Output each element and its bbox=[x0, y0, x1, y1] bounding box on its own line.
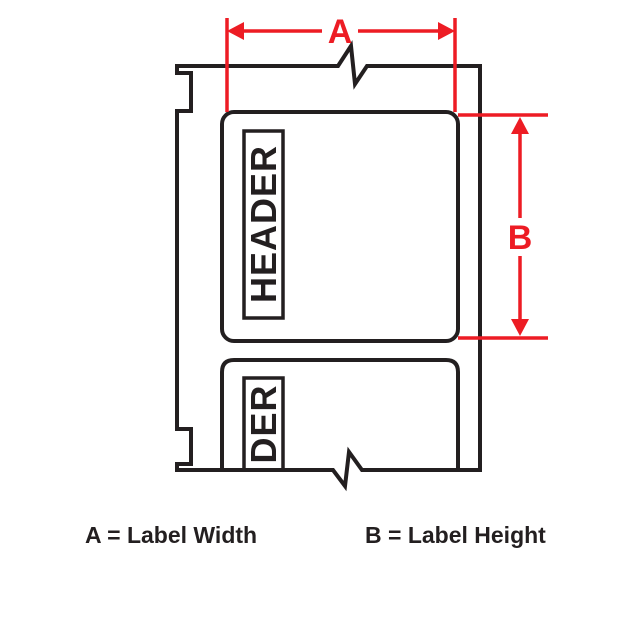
label-2-outline bbox=[220, 358, 460, 470]
dimension-b: B bbox=[458, 113, 548, 340]
legend-b-label-height: B = Label Height bbox=[365, 522, 546, 548]
dim-b-arrowhead-top bbox=[511, 117, 529, 134]
label-2-header-text: DER bbox=[243, 384, 284, 463]
label-1-outline bbox=[220, 110, 460, 343]
label-1-header-box bbox=[242, 129, 285, 320]
roll-and-labels bbox=[175, 40, 482, 492]
roll-outline bbox=[175, 40, 482, 492]
label-1-header-text: HEADER bbox=[243, 145, 284, 303]
label-2-header-box bbox=[242, 376, 285, 470]
dim-b-label: B bbox=[508, 219, 533, 257]
dim-a-arrowhead-right bbox=[438, 22, 455, 40]
dim-b-arrowhead-bottom bbox=[511, 319, 529, 336]
dim-a-label: A bbox=[328, 13, 353, 51]
legend-a-label-width: A = Label Width bbox=[85, 522, 257, 548]
dimension-a: A bbox=[225, 13, 457, 112]
dim-a-arrowhead-left bbox=[227, 22, 244, 40]
